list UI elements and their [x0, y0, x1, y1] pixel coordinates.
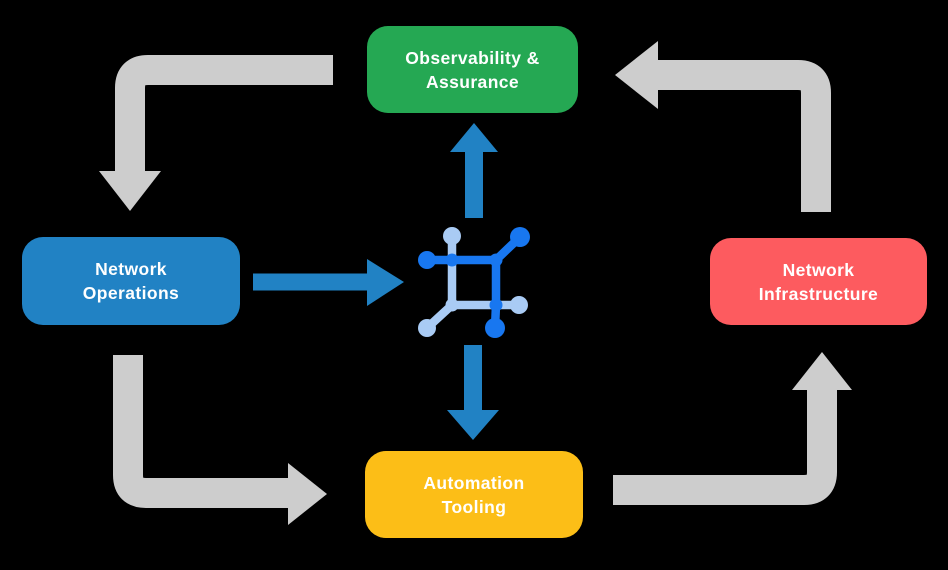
node-label-line: Network	[95, 259, 167, 279]
node-label-line: Infrastructure	[758, 283, 879, 304]
arrow-operations-to-automation	[113, 355, 327, 525]
node-label-line: Tooling	[441, 496, 507, 517]
arrow-infrastructure-to-observability	[615, 41, 831, 212]
arrow-hub-to-observability	[450, 123, 498, 218]
node-label-line: Observability &	[405, 47, 540, 68]
node-label-line: Automation	[423, 472, 525, 493]
hub-icon-light-parts	[418, 227, 528, 337]
node-label-line: Assurance	[425, 71, 520, 92]
arrow-automation-to-infrastructure	[613, 352, 852, 505]
node-network-operations: Network Operations	[22, 237, 240, 325]
hub-icon-dark-parts	[418, 227, 530, 338]
arrow-observability-to-operations	[99, 55, 333, 211]
node-label-line: Network	[782, 259, 855, 280]
arrow-operations-to-hub	[253, 259, 404, 306]
node-network-infrastructure: Network Infrastructure	[710, 238, 927, 325]
network-hub-icon	[418, 227, 530, 338]
node-automation-tooling: Automation Tooling	[365, 451, 583, 538]
arrow-hub-to-automation	[447, 345, 499, 440]
node-observability-assurance: Observability & Assurance	[367, 26, 578, 113]
node-label-line: Operations	[82, 283, 180, 303]
